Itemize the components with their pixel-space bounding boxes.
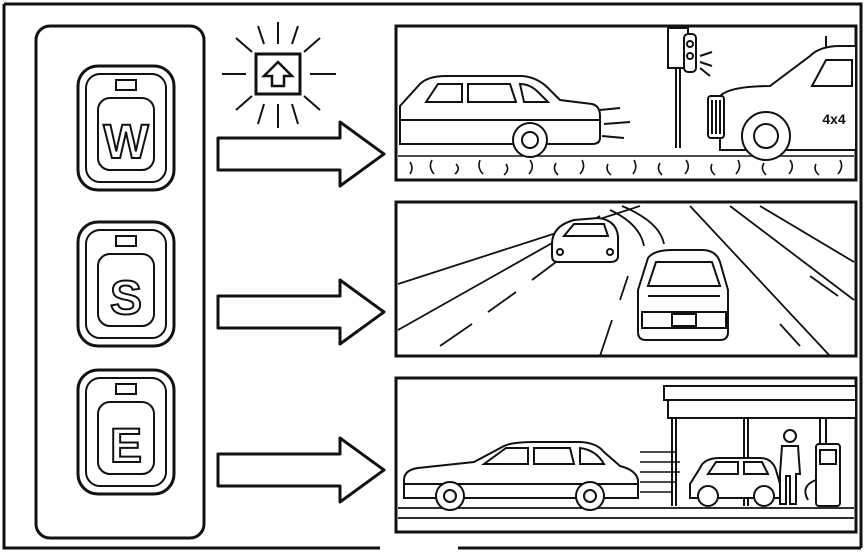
upshift-indicator-icon	[222, 22, 336, 128]
mode-led	[116, 80, 136, 90]
winter-scene: 4x4	[396, 26, 856, 180]
far-car	[552, 218, 618, 262]
economy-scene	[396, 378, 856, 532]
arrow-to-winter-scene	[218, 122, 384, 186]
arrow-to-sport-scene	[218, 280, 384, 344]
mode-led	[116, 384, 136, 394]
mode-led	[116, 236, 136, 246]
near-car	[638, 250, 728, 340]
winter-mode-button[interactable]: W	[78, 66, 174, 190]
truck-badge: 4x4	[822, 111, 846, 127]
button-letter-e: E	[110, 420, 142, 473]
small-car	[690, 458, 780, 506]
button-letter-w: W	[103, 116, 149, 169]
economy-mode-button[interactable]: E	[78, 370, 174, 494]
button-letter-s: S	[110, 272, 142, 325]
sport-scene	[396, 202, 856, 356]
sport-mode-button[interactable]: S	[78, 222, 174, 346]
arrow-to-economy-scene	[218, 438, 384, 502]
